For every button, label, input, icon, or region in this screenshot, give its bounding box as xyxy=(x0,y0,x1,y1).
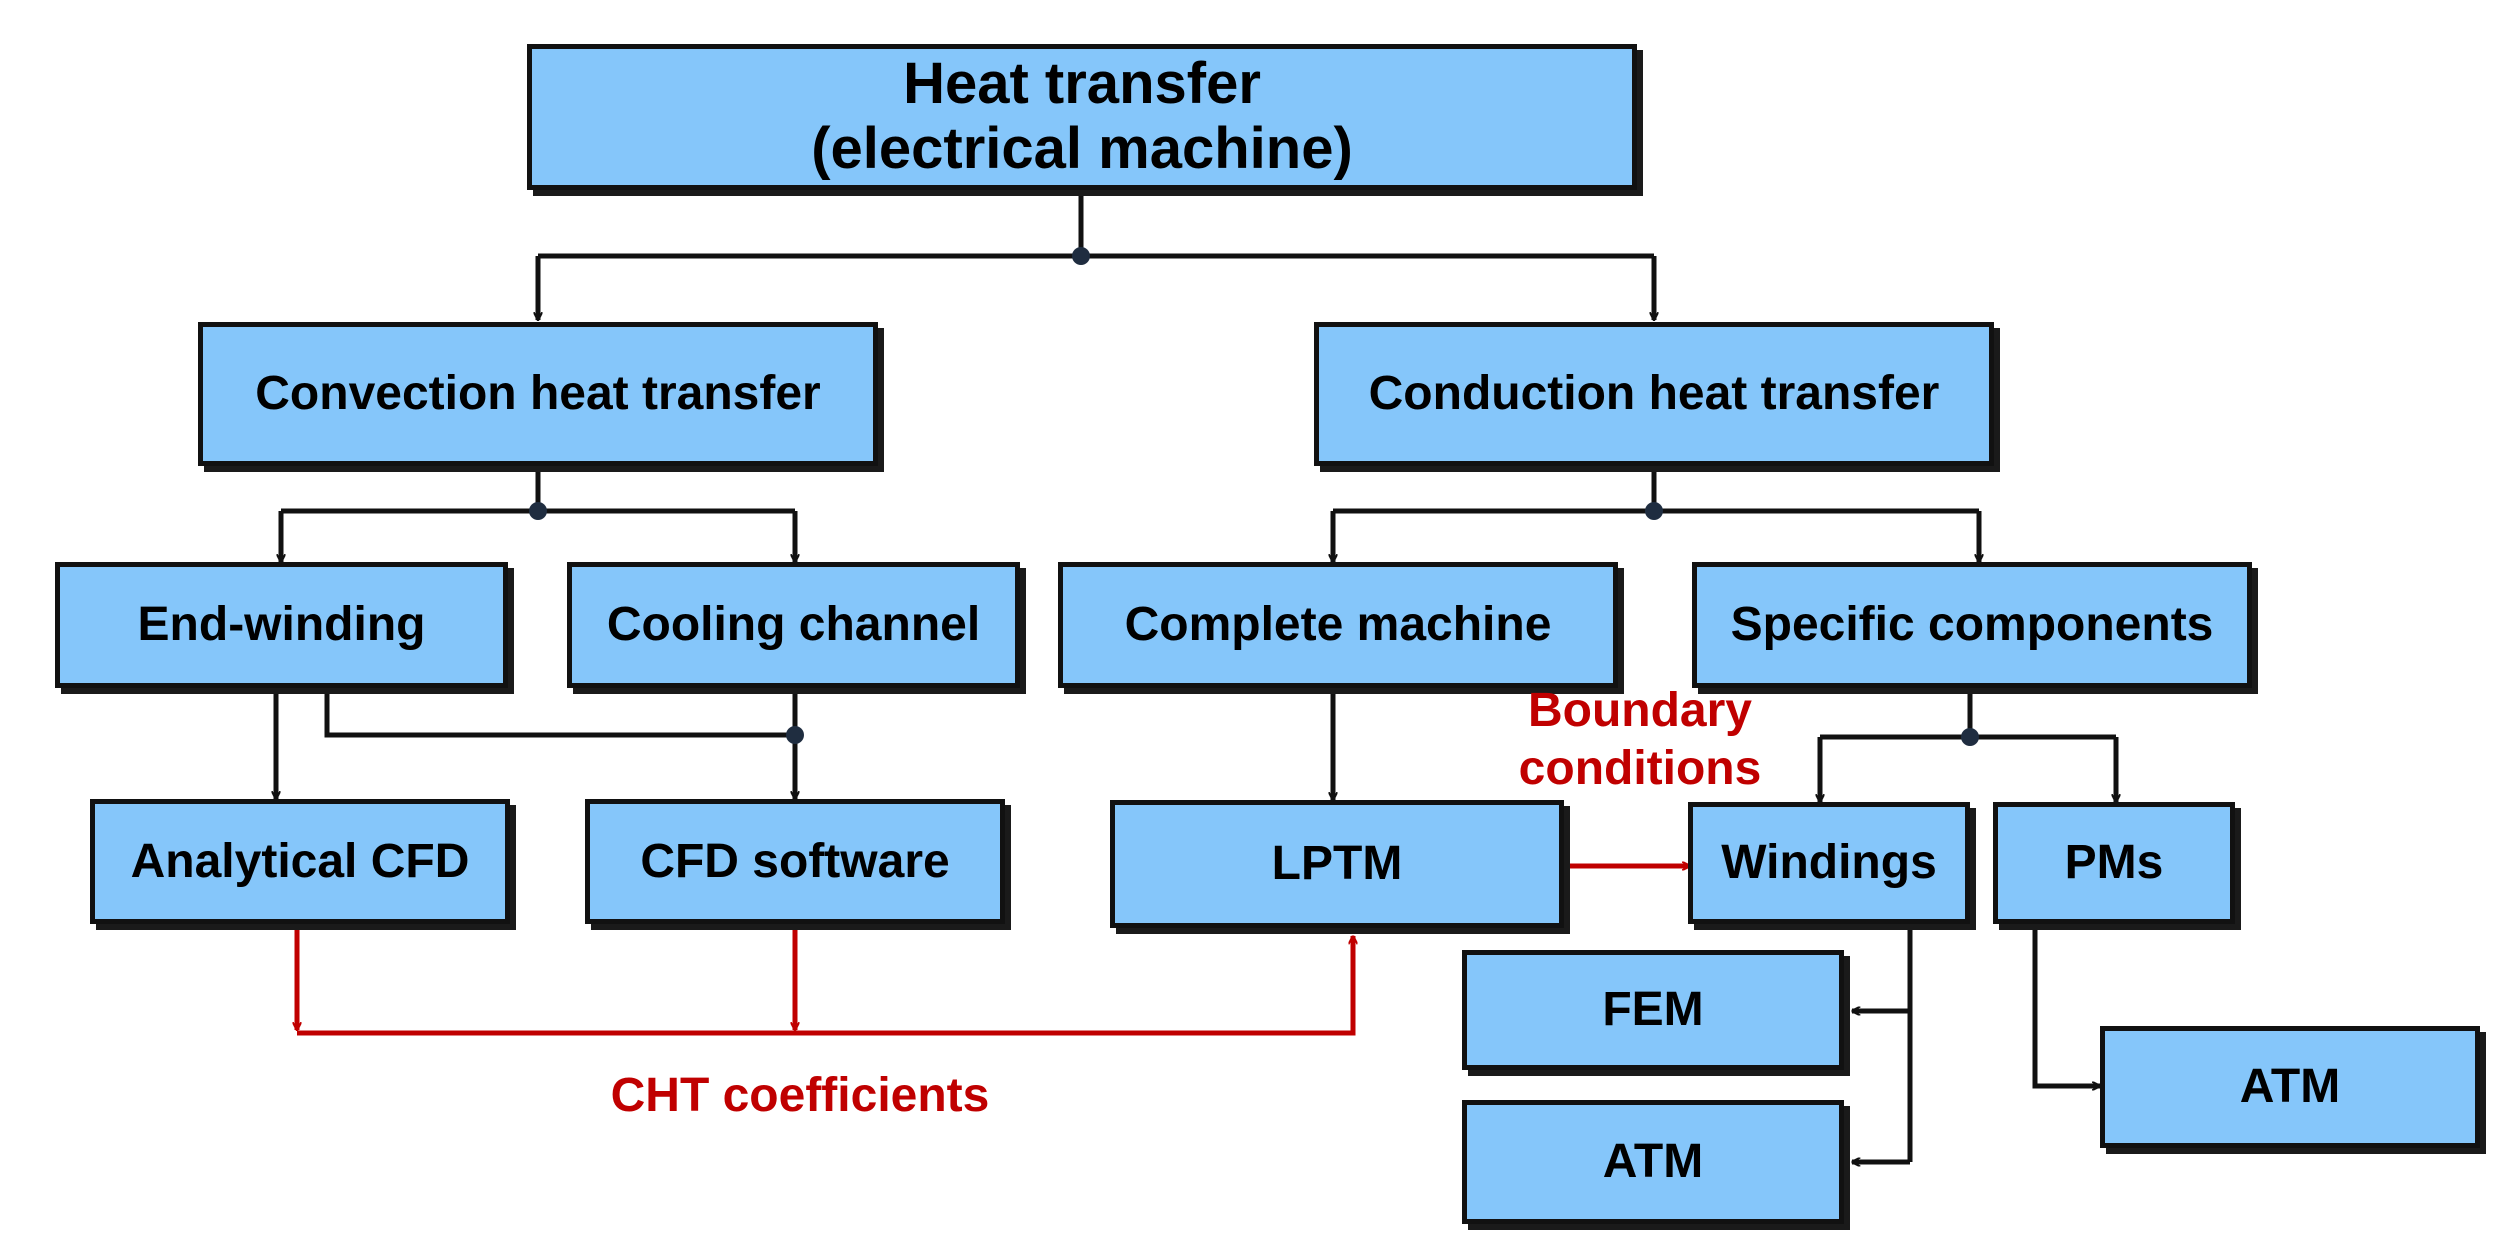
boundary-conditions-label: Boundary conditions xyxy=(1500,682,1780,797)
pms-box: PMs xyxy=(1993,802,2235,924)
complete-machine-box: Complete machine xyxy=(1058,562,1618,688)
convection-heat-transfer-box: Convection heat transfer xyxy=(198,322,878,466)
connector-to-cfd-software xyxy=(324,688,795,799)
root-title-line2: (electrical machine) xyxy=(811,116,1353,181)
connector-windings-fem-atm xyxy=(1852,924,1913,1162)
boundary-label-line2: conditions xyxy=(1518,741,1762,795)
junction-dot-convection xyxy=(529,502,547,520)
boundary-label-line1: Boundary xyxy=(1527,684,1752,737)
conduction-heat-transfer-box: Conduction heat transfer xyxy=(1314,322,1994,466)
junction-dot-conduction xyxy=(1645,502,1663,520)
cooling-channel-box: Cooling channel xyxy=(567,562,1020,688)
connector-pms-atm xyxy=(2032,924,2100,1086)
junction-dot-root xyxy=(1072,247,1090,265)
atm-pms-box: ATM xyxy=(2100,1026,2480,1148)
fem-box: FEM xyxy=(1462,950,1844,1070)
connector-cht-coefficients xyxy=(297,924,1353,1036)
specific-components-box: Specific components xyxy=(1692,562,2252,688)
end-winding-box: End-winding xyxy=(55,562,508,688)
windings-box: Windings xyxy=(1688,802,1970,924)
junction-dot-specific xyxy=(1961,728,1979,746)
root-title-line1: Heat transfer xyxy=(903,51,1261,117)
atm-windings-box: ATM xyxy=(1462,1100,1844,1224)
analytical-cfd-box: Analytical CFD xyxy=(90,799,510,924)
connector-root-split xyxy=(538,190,1654,320)
cht-coefficients-label: CHT coefficients xyxy=(610,1069,990,1122)
junction-dot-cfd xyxy=(786,726,804,744)
lptm-box: LPTM xyxy=(1110,800,1564,928)
root-heat-transfer-box: Heat transfer (electrical machine) xyxy=(527,44,1637,190)
cfd-software-box: CFD software xyxy=(585,799,1005,924)
